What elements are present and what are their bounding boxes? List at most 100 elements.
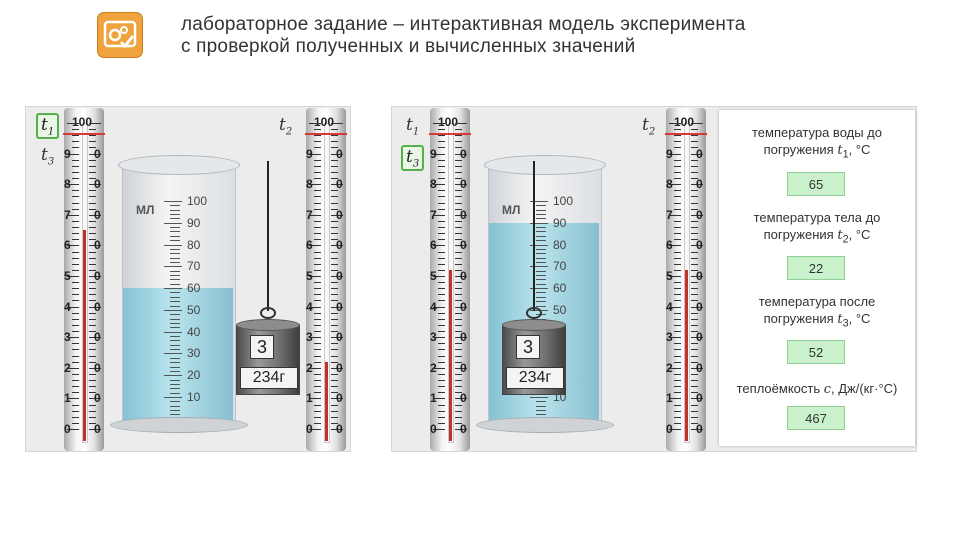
thermo-scale-label: 0 (94, 177, 101, 192)
thermo-scale-label: 0 (696, 238, 703, 253)
thermo-scale-label: 1 (430, 391, 437, 406)
thermo-scale-label: 3 (306, 330, 313, 345)
thermo-scale-label: 9 (64, 146, 71, 161)
thermo-scale-label: 3 (666, 330, 673, 345)
thermo-scale-label: 5 (306, 269, 313, 283)
thermo-scale-label: 0 (696, 299, 703, 314)
thermo-scale-label: 5 (666, 269, 673, 283)
thermo-scale-label: 9 (306, 146, 313, 161)
weight-hook (526, 307, 542, 319)
weight-number: 3 (250, 335, 274, 359)
thermo-top-label: 100 (674, 115, 695, 129)
thermo-scale-label: 8 (306, 177, 313, 192)
thermo-scale-label: 0 (336, 360, 343, 375)
thermo-scale-label: 2 (64, 360, 71, 375)
cylinder-scale-label: 100 (187, 194, 208, 208)
thermo-scale-label: 0 (336, 146, 343, 161)
metal-weight[interactable]: 3 234г (502, 161, 566, 423)
thermo-scale-label: 8 (430, 177, 437, 192)
cylinder-scale-label: 70 (553, 259, 567, 274)
metal-weight[interactable]: 3 234г (236, 161, 300, 423)
cylinder-scale-label: 60 (553, 281, 567, 296)
t2-label: t2 (642, 115, 656, 138)
thermo-scale-label: 2 (430, 360, 437, 375)
thermo-top-label: 100 (314, 115, 335, 129)
thermo-scale-label: 1 (306, 391, 313, 406)
thermo-scale-label: 0 (94, 269, 101, 283)
cylinder-scale-label: 10 (187, 390, 201, 404)
weight-string (533, 161, 535, 311)
t3-label-button[interactable]: t3 (41, 145, 55, 168)
cylinder-scale-label: 50 (553, 302, 567, 317)
thermo-scale-label: 0 (336, 207, 343, 222)
title-line-1: лабораторное задание – интерактивная мод… (181, 14, 746, 35)
thermo-scale-label: 7 (430, 207, 437, 222)
thermo-scale-label: 2 (666, 360, 673, 375)
thermo-scale-label: 0 (696, 146, 703, 161)
thermo-scale-label: 0 (94, 330, 101, 345)
thermo-scale-label: 0 (94, 360, 101, 375)
thermo-scale-label: 0 (64, 422, 71, 436)
thermo-scale-label: 0 (460, 391, 467, 406)
thermo-scale-label: 6 (430, 238, 437, 253)
cylinder-scale-label: 90 (553, 215, 567, 230)
thermo-scale-label: 7 (306, 207, 313, 222)
result-value-body-temp[interactable]: 22 (787, 256, 845, 280)
thermo-scale-label: 0 (696, 422, 703, 436)
result-value-water-temp[interactable]: 65 (787, 172, 845, 196)
result-label-heat-capacity: теплоёмкость c, Дж/(кг·°С) (736, 381, 898, 397)
thermo-scale-label: 0 (336, 422, 343, 436)
thermo-scale-label: 0 (460, 422, 467, 436)
thermo-scale-label: 0 (460, 177, 467, 192)
thermo-scale-label: 0 (336, 269, 343, 283)
cylinder-scale-label: 50 (187, 302, 201, 317)
thermo-scale-label: 0 (460, 146, 467, 161)
mercury-column (83, 230, 86, 441)
thermo-scale-label: 9 (430, 146, 437, 161)
cylinder-scale-label: 40 (187, 324, 201, 339)
thermo-scale-label: 0 (336, 238, 343, 253)
t1-label-button[interactable]: t1 (36, 113, 60, 140)
result-label-water-temp: температура воды до погружения t1, °С (751, 125, 882, 161)
thermo-scale-label: 2 (306, 360, 313, 375)
thermo-scale-label: 1 (666, 391, 673, 406)
thermo-scale-label: 0 (696, 391, 703, 406)
thermo-scale-label: 0 (696, 269, 703, 283)
cylinder-scale-label: 30 (187, 346, 201, 361)
thermo-scale-label: 8 (64, 177, 71, 192)
cylinder-scale-label: 100 (553, 194, 574, 208)
thermo-scale-label: 4 (430, 299, 437, 314)
cylinder-scale-label: 70 (187, 259, 201, 274)
weight-number: 3 (516, 335, 540, 359)
thermo-scale-label: 0 (94, 299, 101, 314)
weight-mass-label: 234г (506, 367, 564, 389)
t1-label-button[interactable]: t1 (406, 115, 420, 138)
thermo-scale-label: 0 (460, 238, 467, 253)
weight-string (267, 161, 269, 311)
thermo-scale-label: 6 (64, 238, 71, 253)
thermo-scale-label: 0 (696, 360, 703, 375)
t3-label-button[interactable]: t3 (401, 145, 425, 172)
result-label-final-temp: температура после погружения t3, °С (758, 294, 876, 330)
cylinder-scale-label: 90 (187, 215, 201, 230)
result-value-final-temp[interactable]: 52 (787, 340, 845, 364)
thermo-scale-label: 0 (460, 330, 467, 345)
thermo-scale-label: 0 (336, 330, 343, 345)
results-panel: температура воды до погружения t1, °С 65… (719, 110, 915, 446)
cylinder-scale-label: 80 (553, 237, 567, 252)
thermo-scale-label: 0 (336, 391, 343, 406)
thermo-scale-label: 5 (64, 269, 71, 283)
thermo-scale-label: 0 (696, 177, 703, 192)
weight-mass-label: 234г (240, 367, 298, 389)
lab-settings-icon (97, 12, 143, 58)
thermo-scale-label: 0 (336, 299, 343, 314)
result-value-heat-capacity[interactable]: 467 (787, 406, 845, 430)
page-title: лабораторное задание – интерактивная мод… (181, 14, 746, 58)
t2-label: t2 (279, 115, 293, 138)
thermo-scale-label: 4 (666, 299, 673, 314)
thermo-scale-label: 7 (666, 207, 673, 222)
